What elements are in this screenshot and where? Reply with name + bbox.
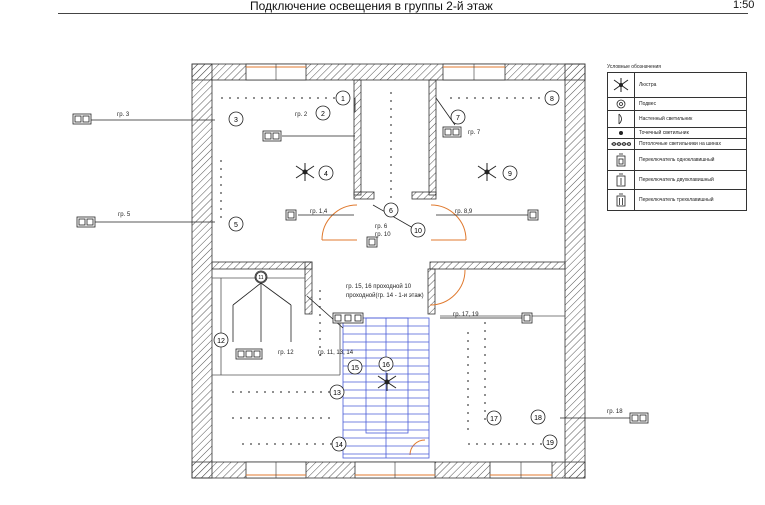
ceiling-track-icon [611, 142, 631, 146]
svg-text:17: 17 [490, 416, 498, 423]
exterior-walls [191, 63, 586, 479]
marker-17: 17 [486, 410, 502, 426]
legend-title: Условные обозначения [607, 64, 662, 70]
marker-14: 14 [331, 436, 347, 452]
label-gr6: гр. 6 [375, 224, 388, 230]
switch-double-icon [616, 173, 626, 187]
svg-text:16: 16 [382, 362, 390, 369]
svg-text:13: 13 [333, 390, 341, 397]
marker-10: 10 [410, 222, 426, 238]
label-gr14: гр. 1,4 [310, 209, 328, 215]
marker-3: 3 [228, 111, 244, 127]
legend-row-switch-double: Переключатель двухклавишный [608, 170, 746, 189]
marker-5: 5 [228, 216, 244, 232]
number-markers: 1 2 3 4 5 6 7 8 9 10 11 12 13 14 15 16 1… [213, 90, 560, 452]
svg-text:6: 6 [389, 208, 393, 215]
legend-row-chandelier: Люстра [608, 73, 746, 97]
label-pass: проходной(гр. 14 - 1-и этаж) [346, 292, 424, 299]
marker-6: 6 [383, 202, 399, 218]
legend-row-switch-triple: Переключатель трехклавишный [608, 189, 746, 210]
marker-7: 7 [450, 109, 466, 125]
marker-19: 19 [542, 434, 558, 450]
svg-text:1: 1 [341, 96, 345, 103]
ceiling-track-icon [232, 270, 292, 342]
switches [72, 113, 649, 424]
marker-18: 18 [530, 409, 546, 425]
label-gr1516: гр. 15, 16 проходной 10 [346, 283, 412, 290]
legend-row-switch-single: Переключатель одноклавишный [608, 149, 746, 170]
svg-text:4: 4 [324, 171, 328, 178]
legend-row-pendant: Подвес [608, 97, 746, 110]
drawing-title: Подключение освещения в группы 2-й этаж [250, 0, 493, 13]
wall-light-icon [618, 113, 622, 125]
svg-text:7: 7 [456, 115, 460, 122]
doors [321, 204, 467, 456]
legend-row-spot-light: Точечный светильник [608, 127, 746, 138]
svg-text:12: 12 [217, 338, 225, 345]
svg-text:19: 19 [546, 440, 554, 447]
pendant-icon [616, 99, 626, 109]
svg-text:2: 2 [321, 111, 325, 118]
chandelier-icon [613, 78, 629, 92]
label-gr5: гр. 5 [118, 212, 131, 218]
label-gr12: гр. 12 [278, 350, 294, 356]
marker-2: 2 [315, 105, 331, 121]
marker-16: 16 [378, 356, 394, 372]
marker-9: 9 [502, 165, 518, 181]
label-gr89: гр. 8,9 [455, 209, 473, 215]
title-underline [58, 13, 748, 14]
label-gr18: гр. 18 [607, 409, 623, 415]
switch-single-icon [616, 153, 626, 167]
label-gr3: гр. 3 [117, 112, 130, 118]
svg-text:3: 3 [234, 117, 238, 124]
chandelier-icon [295, 163, 497, 391]
interior-walls [211, 79, 566, 315]
svg-text:14: 14 [335, 442, 343, 449]
svg-text:9: 9 [508, 171, 512, 178]
svg-text:18: 18 [534, 415, 542, 422]
light-runs [220, 92, 545, 445]
svg-text:10: 10 [414, 228, 422, 235]
wiring [88, 97, 640, 419]
label-gr2: гр. 2 [295, 112, 308, 118]
svg-text:5: 5 [234, 222, 238, 229]
svg-text:11: 11 [258, 275, 263, 281]
label-gr7: гр. 7 [468, 130, 481, 136]
marker-4: 4 [318, 165, 334, 181]
marker-11: 11 [255, 271, 267, 283]
marker-8: 8 [544, 90, 560, 106]
svg-text:15: 15 [351, 365, 359, 372]
staircase [342, 317, 430, 459]
marker-15: 15 [347, 359, 363, 375]
legend-row-wall-light: Настенный светильник [608, 110, 746, 127]
switch-triple-icon [616, 193, 626, 207]
marker-12: 12 [213, 332, 229, 348]
svg-text:8: 8 [550, 96, 554, 103]
legend-table: Люстра Подвес Настенный светильник Точеч… [607, 72, 747, 211]
label-gr10: гр. 10 [375, 232, 391, 238]
group-labels: гр. 3 гр. 5 гр. 2 гр. 7 гр. 1,4 гр. 8,9 … [117, 112, 623, 415]
marker-13: 13 [329, 384, 345, 400]
marker-1: 1 [335, 90, 351, 106]
drawing-scale: 1:50 [733, 0, 755, 11]
partition-lines [212, 277, 565, 376]
label-gr111314: гр. 11, 13, 14 [318, 350, 354, 356]
legend-row-ceiling-track: Потолочные светильники на шинах [608, 138, 746, 149]
spot-light-icon [619, 131, 623, 135]
label-gr1719: гр. 17, 19 [453, 312, 479, 318]
